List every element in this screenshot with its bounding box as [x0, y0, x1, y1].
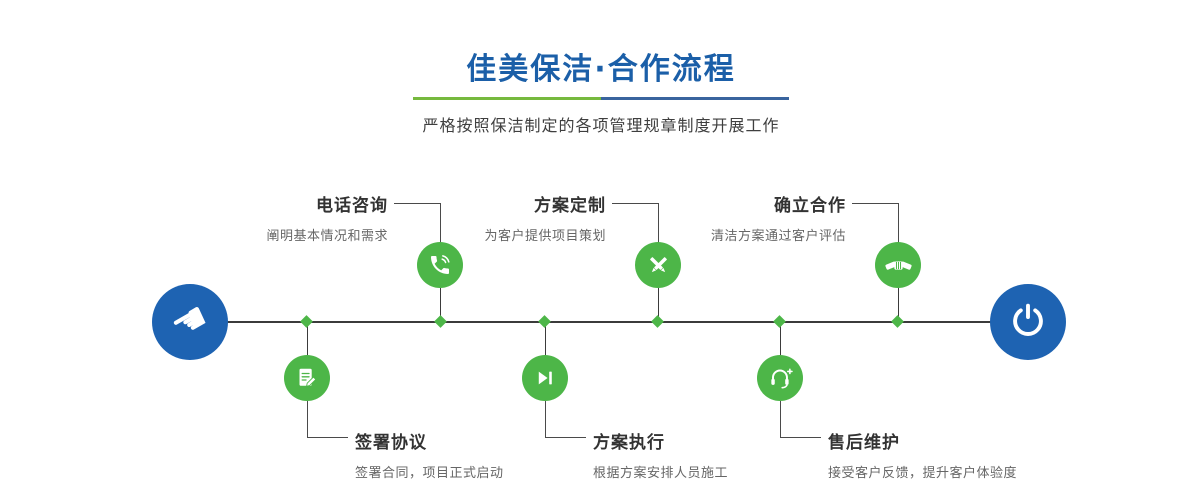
- step-node-aftersales: [757, 355, 803, 401]
- power-icon: [1010, 302, 1046, 342]
- stem-line: [898, 288, 899, 322]
- step-desc: 阐明基本情况和需求: [266, 229, 388, 244]
- timeline-diamond: [538, 315, 551, 328]
- timeline-diamond: [773, 315, 786, 328]
- process-timeline: [190, 321, 1030, 323]
- step-node-execution: [522, 355, 568, 401]
- timeline-diamond: [891, 315, 904, 328]
- step-title: 方案执行: [593, 433, 665, 453]
- end-node: [990, 284, 1066, 360]
- step-desc: 为客户提供项目策划: [484, 229, 606, 244]
- step-desc: 接受客户反馈，提升客户体验度: [828, 466, 1018, 481]
- step-label-plan: 方案定制 为客户提供项目策划: [366, 191, 606, 244]
- step-label-contract: 签署协议 签署合同，项目正式启动: [355, 428, 615, 481]
- play-icon: [534, 367, 556, 389]
- divider-blue-segment: [601, 97, 789, 100]
- start-node: ☚: [152, 284, 228, 360]
- step-node-phone: [417, 242, 463, 288]
- timeline-diamond: [434, 315, 447, 328]
- phone-icon: [428, 253, 452, 277]
- step-title: 方案定制: [534, 196, 606, 216]
- label-connector: [852, 203, 899, 244]
- handshake-icon: [884, 252, 912, 279]
- step-desc: 清洁方案通过客户评估: [710, 229, 846, 244]
- page-title: 佳美保洁·合作流程: [466, 52, 736, 87]
- label-connector: [307, 401, 348, 438]
- headset-plus-icon: [768, 366, 793, 391]
- step-node-plan: [635, 242, 681, 288]
- timeline-diamond: [300, 315, 313, 328]
- step-title: 确立合作: [774, 196, 846, 216]
- step-title: 电话咨询: [316, 196, 388, 216]
- pencil-design-icon: [646, 253, 671, 278]
- stem-line: [307, 322, 308, 355]
- pointing-hand-icon: ☚: [162, 293, 218, 351]
- step-label-aftersales: 售后维护 接受客户反馈，提升客户体验度: [828, 428, 1088, 481]
- step-title: 售后维护: [828, 433, 900, 453]
- label-connector: [780, 401, 821, 438]
- stem-line: [440, 288, 441, 322]
- step-label-phone: 电话咨询 阐明基本情况和需求: [148, 191, 388, 244]
- contract-icon: [295, 366, 319, 390]
- label-connector: [394, 203, 441, 244]
- title-divider: [413, 97, 789, 100]
- step-node-cooperation: [875, 242, 921, 288]
- stem-line: [658, 288, 659, 322]
- stem-line: [545, 322, 546, 355]
- label-connector: [545, 401, 586, 438]
- divider-green-segment: [413, 97, 601, 100]
- page-subtitle: 严格按照保洁制定的各项管理规章制度开展工作: [422, 116, 780, 135]
- step-title: 签署协议: [355, 433, 427, 453]
- step-label-execution: 方案执行 根据方案安排人员施工: [593, 428, 853, 481]
- label-connector: [612, 203, 659, 244]
- timeline-diamond: [651, 315, 664, 328]
- step-label-cooperation: 确立合作 清洁方案通过客户评估: [606, 191, 846, 244]
- step-desc: 根据方案安排人员施工: [593, 466, 729, 481]
- stem-line: [780, 322, 781, 355]
- step-node-contract: [284, 355, 330, 401]
- step-desc: 签署合同，项目正式启动: [355, 466, 504, 481]
